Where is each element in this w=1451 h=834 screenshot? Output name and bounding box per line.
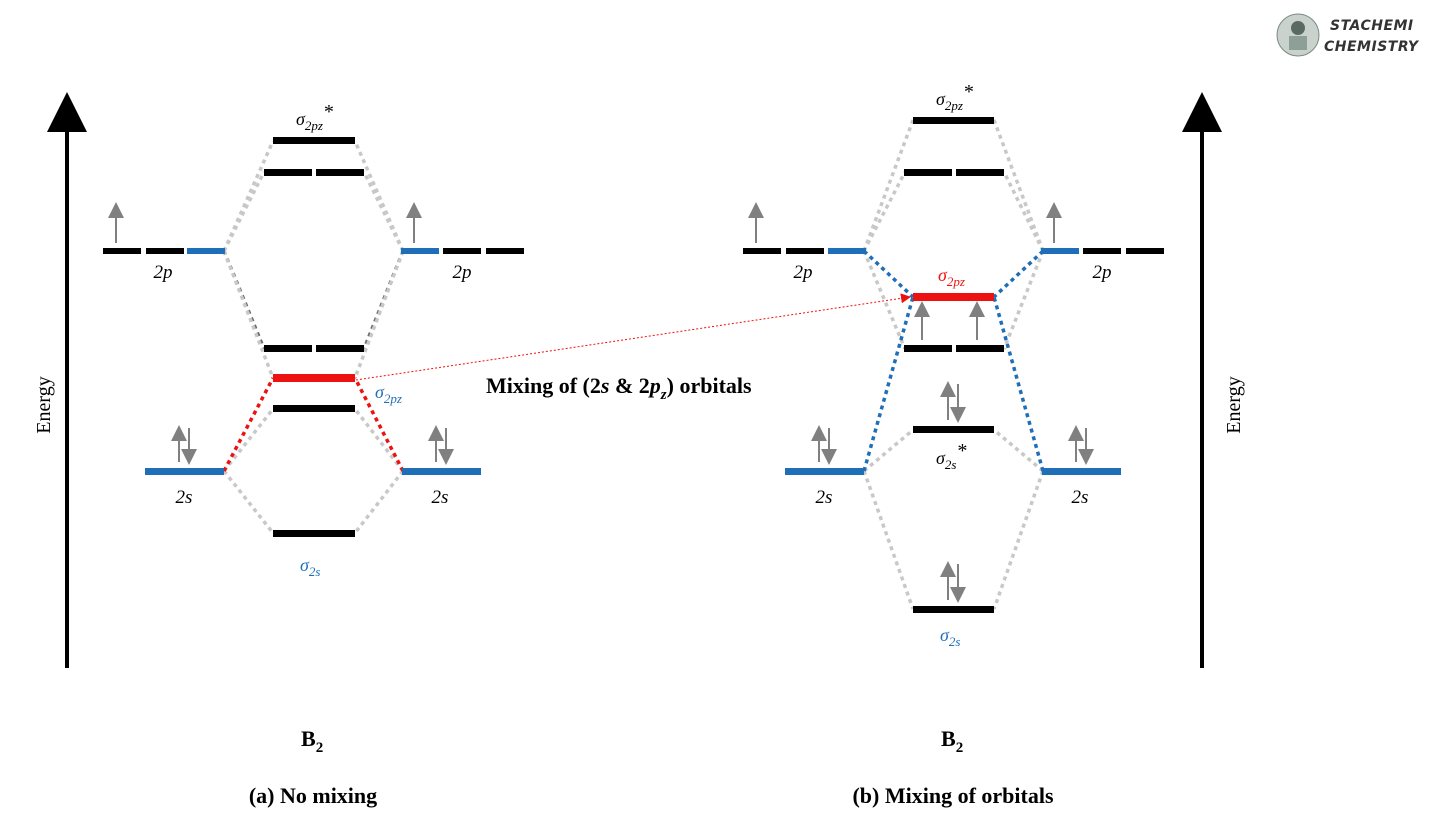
- mixing-annotation: Mixing of (2s & 2pz) orbitals: [355, 293, 911, 403]
- diagram-b-mo-levels: σ2pz* σ2pz σ2s* σ2s: [904, 81, 1004, 649]
- diagram-a-right-2p-label: 2p: [453, 262, 472, 283]
- logo-line-1: STACHEMI: [1330, 18, 1414, 34]
- diagram-b-sigma-2s-label: σ2s: [940, 625, 960, 649]
- diagram-a: 2p 2p 2s 2s σ2pz*: [103, 101, 524, 808]
- mo-sigma-2s: [913, 606, 994, 613]
- energy-axis-right: Energy: [1182, 92, 1245, 668]
- diagram-a-sigma-2s-label: σ2s: [300, 555, 320, 579]
- diagram-a-caption: (a) No mixing: [249, 783, 377, 808]
- diagram-a-right-2s: 2s: [402, 425, 481, 508]
- mo-pi-2p-star: [264, 169, 312, 176]
- mixing-arrow: [355, 293, 911, 381]
- diagram-b-sigma-2pz-label: σ2pz: [938, 265, 965, 289]
- diagram-a-sigma-2pz-label: σ2pz: [375, 382, 402, 406]
- diagram-b-left-2p-label: 2p: [794, 262, 813, 283]
- diagram-a-correlation-lines: [222, 140, 405, 535]
- diagram-b-right-2s-label: 2s: [1072, 487, 1089, 508]
- mo-sigma-2pz: [913, 293, 994, 301]
- diagram-b-right-2s: 2s: [1042, 425, 1121, 508]
- energy-axis-right-label: Energy: [1223, 376, 1245, 433]
- diagram-a-left-2s-label: 2s: [176, 487, 193, 508]
- diagram-b-left-2p: 2p: [743, 202, 866, 283]
- mo-sigma-2s-star: [913, 426, 994, 433]
- diagram-b-right-2p: 2p: [1041, 202, 1164, 283]
- mo-sigma-2s-star: [273, 405, 355, 412]
- mo-pi-2p: [264, 345, 312, 352]
- mo-pi-2p-star: [956, 169, 1004, 176]
- mo-sigma-2pz: [273, 374, 355, 382]
- mo-pi-2p-star: [316, 169, 364, 176]
- mo-pi-2p-star: [904, 169, 952, 176]
- diagram-b-sigma-2s-star-label: σ2s*: [936, 440, 966, 472]
- diagram-b-caption: (b) Mixing of orbitals: [852, 783, 1053, 808]
- diagram-a-molecule: B2: [301, 726, 323, 756]
- diagram-a-right-2s-label: 2s: [432, 487, 449, 508]
- diagram-b-left-2s-label: 2s: [816, 487, 833, 508]
- diagram-a-right-2p: 2p: [401, 202, 524, 283]
- mo-pi-2p: [956, 345, 1004, 352]
- energy-axis-left: Energy: [33, 92, 87, 668]
- mo-sigma-2s: [273, 530, 355, 537]
- diagram-a-left-2s: 2s: [145, 425, 224, 508]
- mo-sigma-2pz-star: [913, 117, 994, 124]
- diagram-a-left-2p-label: 2p: [154, 262, 173, 283]
- mo-sigma-2pz-star: [273, 137, 355, 144]
- diagram-b-molecule: B2: [941, 726, 963, 756]
- diagram-b-right-2p-label: 2p: [1093, 262, 1112, 283]
- diagram-b-correlation-lines: [862, 119, 1045, 610]
- diagram-b-left-2s: 2s: [785, 425, 864, 508]
- logo: STACHEMI CHEMISTRY: [1276, 13, 1420, 57]
- diagram-b: 2p 2p 2s 2s σ2pz*: [743, 81, 1164, 808]
- mo-pi-2p: [904, 345, 952, 352]
- diagram-a-sigma-2pz-star-label: σ2pz*: [296, 101, 333, 133]
- logo-line-2: CHEMISTRY: [1324, 39, 1420, 55]
- mixing-note: Mixing of (2s & 2pz) orbitals: [486, 373, 752, 403]
- diagram-b-sigma-2pz-star-label: σ2pz*: [936, 81, 973, 113]
- mo-pi-2p: [316, 345, 364, 352]
- energy-axis-left-label: Energy: [33, 376, 55, 433]
- diagram-a-left-2p: 2p: [103, 202, 225, 283]
- diagram-a-mo-levels: σ2pz* σ2pz σ2s: [264, 101, 402, 579]
